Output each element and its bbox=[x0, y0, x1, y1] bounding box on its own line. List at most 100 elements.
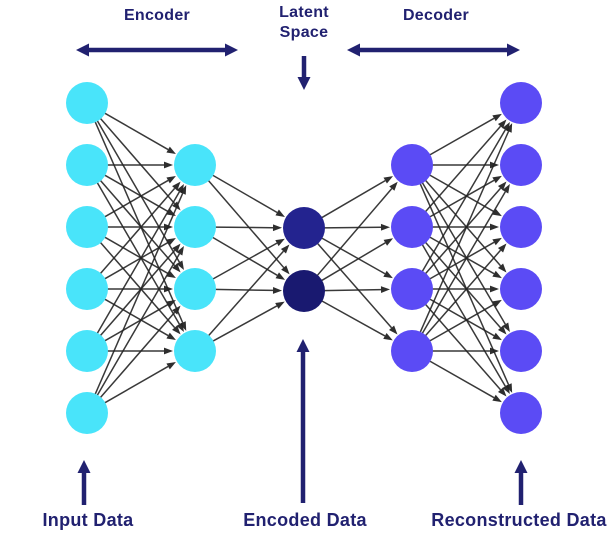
input-layer-node bbox=[66, 330, 108, 372]
connection-arrowhead-icon bbox=[492, 332, 502, 341]
connection-edge bbox=[98, 178, 176, 267]
connection-edge bbox=[428, 297, 495, 337]
decoder-label: Decoder bbox=[402, 7, 470, 24]
connection-edge bbox=[320, 236, 386, 275]
connection-arrowhead-icon bbox=[166, 361, 176, 370]
connection-arrowhead-icon bbox=[176, 322, 184, 332]
latent-layer-node bbox=[283, 270, 325, 312]
connection-edge bbox=[320, 299, 386, 337]
connection-edge bbox=[95, 181, 181, 325]
connection-edge bbox=[420, 181, 506, 325]
connection-edge bbox=[103, 235, 169, 275]
connection-arrowhead-icon bbox=[492, 237, 502, 246]
connection-edge bbox=[428, 173, 495, 213]
connection-arrowhead-icon bbox=[497, 243, 507, 253]
connection-arrowhead-icon bbox=[389, 181, 398, 191]
connection-edge bbox=[95, 253, 181, 397]
output-layer-node bbox=[500, 330, 542, 372]
connection-edge bbox=[319, 242, 386, 282]
connection-arrowhead-icon bbox=[497, 325, 507, 335]
connection-edge bbox=[322, 288, 382, 292]
decoder-extent-arrow bbox=[347, 43, 520, 57]
connection-edge bbox=[98, 187, 176, 276]
connection-arrowhead-icon bbox=[166, 175, 176, 184]
arrowhead-icon bbox=[296, 339, 310, 352]
connection-edge bbox=[103, 303, 169, 343]
connection-edge bbox=[103, 173, 169, 213]
connection-arrowhead-icon bbox=[502, 322, 510, 333]
connection-edge bbox=[423, 249, 502, 338]
connection-arrowhead-icon bbox=[388, 325, 398, 335]
connection-edge bbox=[93, 193, 184, 396]
connection-arrowhead-icon bbox=[497, 181, 507, 191]
input-layer-node bbox=[66, 268, 108, 310]
connection-edge bbox=[103, 111, 169, 151]
input-layer-node bbox=[66, 144, 108, 186]
connection-edge bbox=[423, 125, 502, 214]
output-layer-node bbox=[500, 392, 542, 434]
connection-edge bbox=[103, 365, 169, 405]
connection-edge bbox=[98, 116, 176, 205]
connection-arrowhead-icon bbox=[172, 263, 181, 273]
encoded-data-label: Encoded Data bbox=[243, 510, 367, 530]
connection-edge bbox=[98, 249, 176, 338]
decoder-hidden-layer-node bbox=[391, 206, 433, 248]
connection-edge bbox=[423, 187, 502, 276]
latent-space-label: Latent Space bbox=[279, 4, 329, 41]
connection-arrowhead-icon bbox=[172, 201, 181, 211]
latent-layer bbox=[283, 207, 325, 312]
connection-arrowhead-icon bbox=[164, 285, 173, 293]
connection-edge bbox=[428, 117, 495, 157]
connection-arrowhead-icon bbox=[383, 270, 393, 279]
encoder-hidden-layer-node bbox=[174, 330, 216, 372]
connection-arrowhead-icon bbox=[383, 332, 393, 341]
connection-arrowhead-icon bbox=[497, 119, 507, 129]
connection-edge bbox=[206, 178, 285, 269]
connection-arrowhead-icon bbox=[280, 244, 290, 254]
encoder-hidden-layer-node bbox=[174, 268, 216, 310]
connection-edge bbox=[211, 242, 278, 281]
arrowhead-icon bbox=[77, 460, 91, 473]
connection-arrowhead-icon bbox=[275, 238, 285, 247]
output-layer bbox=[500, 82, 542, 434]
connection-edge bbox=[211, 305, 278, 343]
connection-edge bbox=[211, 235, 278, 276]
connection-arrowhead-icon bbox=[164, 161, 173, 169]
input-layer-node bbox=[66, 206, 108, 248]
connection-arrowhead-icon bbox=[176, 246, 184, 256]
decoder-hidden-layer-node bbox=[391, 330, 433, 372]
encoder-extent-arrow bbox=[76, 43, 238, 57]
input-data-pointer-arrow bbox=[77, 460, 91, 505]
connection-arrowhead-icon bbox=[502, 384, 510, 395]
connection-arrowhead-icon bbox=[380, 223, 391, 231]
connection-edge bbox=[207, 250, 285, 338]
connection-arrowhead-icon bbox=[492, 270, 502, 279]
latent-layer-node bbox=[283, 207, 325, 249]
connection-arrowhead-icon bbox=[166, 146, 176, 155]
output-layer-node bbox=[500, 206, 542, 248]
connection-edge bbox=[420, 129, 506, 273]
encoder-hidden-layer bbox=[174, 144, 216, 372]
arrowhead-icon bbox=[76, 43, 89, 57]
connection-arrowhead-icon bbox=[502, 183, 510, 194]
encoder-label: Encoder bbox=[123, 7, 191, 24]
encoder-hidden-layer-node bbox=[174, 144, 216, 186]
connection-edge bbox=[423, 302, 502, 391]
connection-arrowhead-icon bbox=[176, 260, 184, 270]
connection-edge bbox=[98, 311, 176, 400]
connection-edge bbox=[418, 131, 510, 334]
connection-arrowhead-icon bbox=[505, 123, 513, 133]
connection-edge bbox=[420, 191, 506, 335]
connection-arrowhead-icon bbox=[172, 325, 181, 335]
arrowhead-icon bbox=[297, 77, 311, 90]
input-data-label: Input Data bbox=[42, 510, 134, 530]
connection-arrowhead-icon bbox=[492, 299, 502, 308]
connection-edge bbox=[320, 179, 386, 220]
output-layer-node bbox=[500, 268, 542, 310]
encoder-hidden-layer-node bbox=[174, 206, 216, 248]
connection-arrowhead-icon bbox=[380, 286, 391, 293]
connection-arrowhead-icon bbox=[166, 299, 176, 308]
connection-arrowhead-icon bbox=[490, 285, 499, 293]
